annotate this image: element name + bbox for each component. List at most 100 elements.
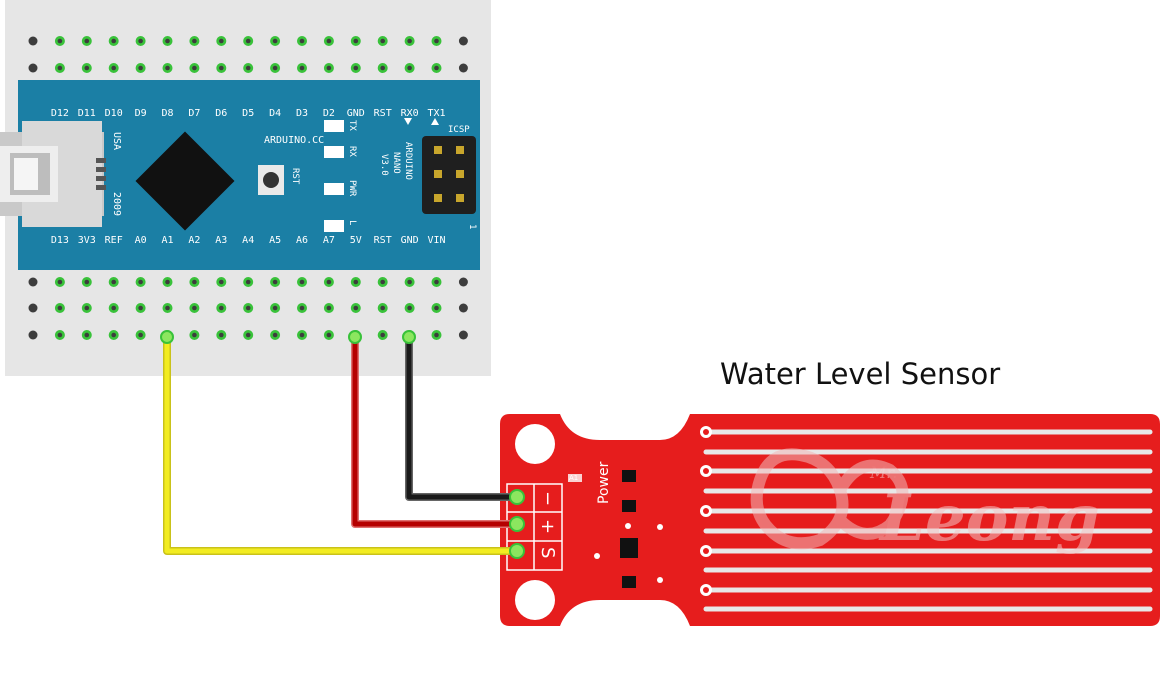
pin-label-bottom: A7 (323, 235, 335, 246)
sensor-title: Water Level Sensor (720, 357, 1001, 391)
hole-center (219, 332, 224, 338)
rst-label: RST (290, 168, 300, 185)
smd-resistor-3 (622, 576, 636, 588)
hole-center (111, 305, 116, 311)
hole-center (326, 332, 332, 338)
hole-center (138, 38, 143, 44)
breadboard-hole (458, 303, 468, 313)
pin-label-top: TX1 (427, 108, 445, 119)
sensor-pin-plus: + (537, 519, 558, 534)
hole-center (84, 332, 90, 338)
tx-arrow-icon (431, 118, 439, 125)
led-tx (324, 120, 344, 132)
hole-center (245, 38, 251, 44)
pin-label-bottom: 3V3 (78, 235, 96, 246)
led-label-l: L (347, 220, 357, 225)
pin-label-top: GND (347, 108, 365, 119)
pin-label-top: D6 (215, 108, 227, 119)
pin-label-top: RX0 (401, 108, 419, 119)
hole-center (245, 305, 251, 311)
smd-resistor-1 (622, 470, 636, 482)
pin-label-bottom: A6 (296, 235, 308, 246)
pin-label-bottom: A4 (242, 235, 254, 246)
usb-connector (0, 121, 106, 227)
rx-arrow-icon (404, 118, 412, 125)
pin-label-top: RST (374, 108, 392, 119)
hole-center (84, 305, 90, 311)
hole-center (272, 38, 278, 44)
arduino-nano: USA 2009 ARDUINO.CC RST TX RX PWR L ARDU… (0, 80, 480, 270)
hole-center (219, 279, 224, 285)
hole-center (165, 38, 170, 44)
hole-center (245, 279, 251, 285)
hole-center (407, 279, 412, 285)
hole-center (57, 279, 63, 285)
breadboard-hole (28, 63, 38, 73)
year-label: 2009 (111, 192, 122, 216)
hole-center (353, 279, 359, 285)
pin-label-top: D4 (269, 108, 281, 119)
pin-label-bottom: A2 (188, 235, 200, 246)
hole-center (138, 305, 143, 311)
pin-label-bottom: 5V (350, 235, 362, 246)
hole-center (192, 279, 197, 285)
hole-center (380, 65, 386, 71)
hole-center (326, 65, 332, 71)
watermark-superscript: Mr. (869, 463, 897, 482)
hole-center (380, 305, 386, 311)
model-line-1: ARDUINO (403, 142, 413, 180)
led-label-pwr: PWR (347, 180, 357, 197)
breadboard-hole (28, 330, 38, 340)
hole-center (138, 279, 143, 285)
watermark-text: Leong (878, 481, 1100, 556)
mount-hole-top (515, 424, 555, 464)
hole-center (111, 38, 116, 44)
pin-label-top: D3 (296, 108, 308, 119)
led-pwr (324, 183, 344, 195)
hole-center (407, 305, 412, 311)
power-label: Power (596, 461, 612, 504)
brand-label: ARDUINO.CC (264, 135, 324, 146)
hole-center (57, 332, 63, 338)
hole-center (299, 279, 305, 285)
model-line-2: NANO (391, 152, 401, 174)
pin-label-top: D12 (51, 108, 69, 119)
pin-label-bottom: GND (401, 235, 419, 246)
pin-label-top: D7 (188, 108, 200, 119)
pin-label-top: D10 (105, 108, 123, 119)
breadboard-hole (458, 330, 468, 340)
hole-center (326, 279, 332, 285)
led-rx (324, 146, 344, 158)
pin-label-top: D5 (242, 108, 254, 119)
pin-label-bottom: D13 (51, 235, 69, 246)
hole-center (245, 65, 251, 71)
hole-center (272, 332, 278, 338)
hole-center (299, 65, 305, 71)
pin-label-top: D9 (135, 108, 147, 119)
trace-pad-center (703, 429, 709, 435)
wire-power (351, 337, 517, 528)
hole-center (434, 38, 439, 44)
reset-button (258, 165, 284, 195)
hole-center (138, 332, 143, 338)
led-l (324, 220, 344, 232)
hole-center (407, 65, 412, 71)
hole-center (299, 305, 305, 311)
hole-center (192, 38, 197, 44)
mcu-chip (135, 131, 235, 231)
wire-signal (163, 337, 517, 555)
pin-label-top: D8 (161, 108, 173, 119)
hole-center (57, 65, 63, 71)
mount-hole-bottom (515, 580, 555, 620)
breadboard-hole (28, 36, 38, 46)
hole-center (84, 38, 90, 44)
sensor-pin-minus: − (537, 491, 558, 506)
hole-center (165, 305, 170, 311)
hole-center (219, 65, 224, 71)
icsp-pin1-label: 1 (467, 224, 477, 229)
hole-center (299, 332, 305, 338)
trace-pad-center (703, 508, 709, 514)
